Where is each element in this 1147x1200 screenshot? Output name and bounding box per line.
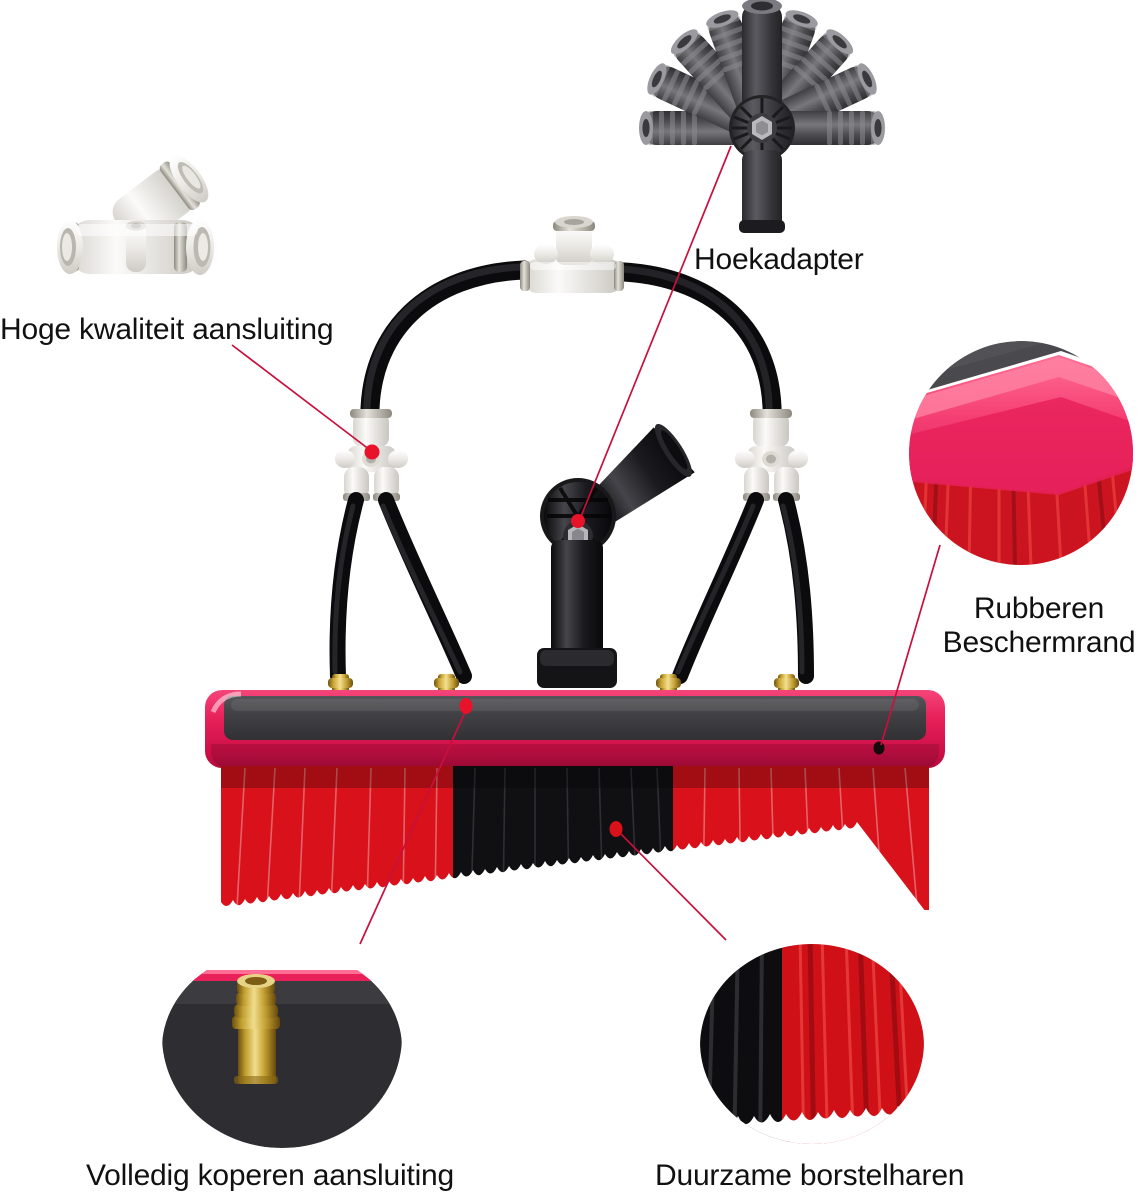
callout-label-rubberen-beschermrand: Rubberen Beschermrand: [939, 592, 1139, 660]
callout-label-duurzame-borstelharen: Duurzame borstelharen: [655, 1159, 965, 1192]
callout-label-hoekadapter: Hoekadapter: [694, 243, 864, 276]
rubberen-beschermrand-anchor-dot: [873, 741, 885, 755]
right-y-splitter: [735, 409, 808, 501]
callout-label-hoge-kwaliteit-aansluiting: Hoge kwaliteit aansluiting: [0, 313, 334, 346]
angle-adapter-illustration: [639, 0, 885, 233]
center-angle-nozzle: [537, 423, 695, 688]
brush-head-svg: [205, 674, 945, 916]
callout-label-volledig-koperen-aansluiting: Volledig koperen aansluiting: [86, 1159, 455, 1192]
detail-circle-brass-fitting: [162, 948, 402, 1148]
detail-circle-bristles: [700, 944, 924, 1148]
callout-label-rubberen-beschermrand-line2: Beschermrand: [942, 626, 1136, 659]
tee-fitting-body: [57, 155, 214, 275]
detail-circle-rubber-bumper: [909, 341, 1134, 566]
left-y-splitter: [335, 409, 408, 501]
bristles: [221, 766, 929, 916]
brush-head: [205, 672, 945, 916]
callout-label-rubberen-beschermrand-line1: Rubberen: [973, 592, 1105, 625]
top-tee-fitting: [520, 216, 624, 293]
